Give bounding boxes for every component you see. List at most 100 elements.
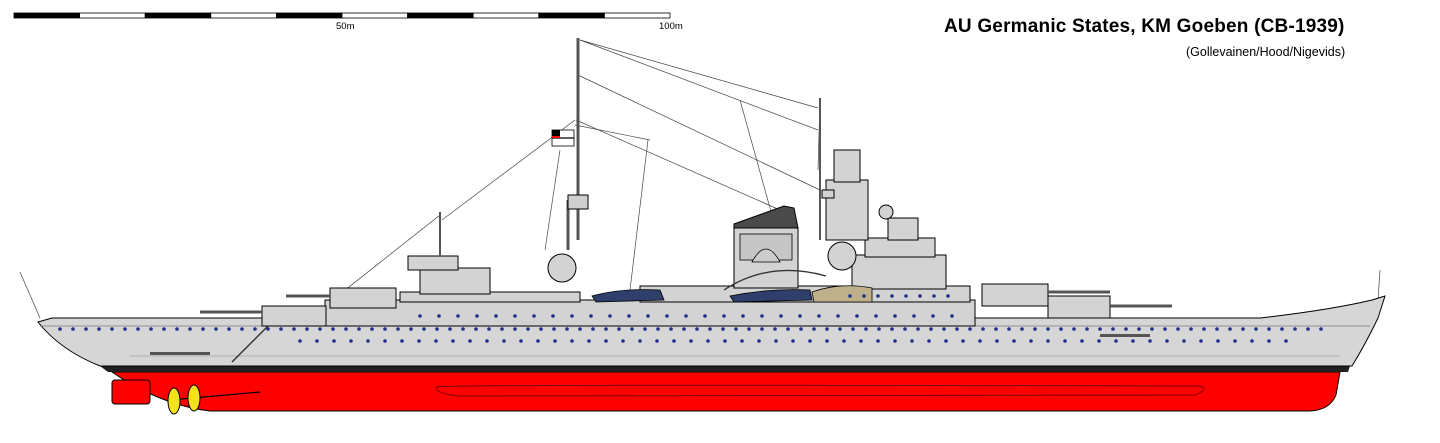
porthole — [981, 327, 985, 331]
porthole — [318, 327, 322, 331]
porthole — [1072, 327, 1076, 331]
porthole — [1293, 327, 1297, 331]
porthole — [1098, 327, 1102, 331]
porthole — [944, 339, 948, 343]
porthole — [1114, 339, 1118, 343]
porthole — [672, 339, 676, 343]
porthole — [565, 327, 569, 331]
porthole — [1306, 327, 1310, 331]
fire-control-directors — [547, 204, 894, 283]
porthole — [740, 339, 744, 343]
porthole — [1150, 327, 1154, 331]
porthole — [136, 327, 140, 331]
porthole — [760, 314, 764, 318]
porthole — [1165, 339, 1169, 343]
porthole — [1215, 327, 1219, 331]
porthole — [474, 327, 478, 331]
porthole — [927, 339, 931, 343]
porthole — [874, 314, 878, 318]
porthole — [1182, 339, 1186, 343]
porthole — [817, 314, 821, 318]
porthole — [825, 339, 829, 343]
porthole — [798, 314, 802, 318]
porthole — [842, 339, 846, 343]
ships-boats — [591, 269, 873, 303]
porthole — [669, 327, 673, 331]
porthole — [656, 327, 660, 331]
porthole — [451, 339, 455, 343]
porthole — [383, 339, 387, 343]
gun-barrels — [200, 290, 1172, 314]
porthole — [357, 327, 361, 331]
porthole — [621, 339, 625, 343]
porthole — [1131, 339, 1135, 343]
porthole — [519, 339, 523, 343]
porthole — [366, 339, 370, 343]
propeller-shaft — [169, 391, 261, 401]
rigging — [19, 39, 1381, 319]
porthole — [1228, 327, 1232, 331]
porthole — [1216, 339, 1220, 343]
porthole — [946, 294, 950, 298]
porthole — [305, 327, 309, 331]
porthole — [1124, 327, 1128, 331]
porthole — [513, 314, 517, 318]
porthole — [643, 327, 647, 331]
porthole — [279, 327, 283, 331]
porthole — [400, 339, 404, 343]
porthole — [162, 327, 166, 331]
porthole — [779, 314, 783, 318]
porthole — [553, 339, 557, 343]
scale-label-100m: 100m — [659, 21, 683, 32]
porthole — [266, 327, 270, 331]
porthole — [1046, 327, 1050, 331]
porthole — [1063, 339, 1067, 343]
naval-ensign-flag — [551, 129, 575, 147]
porthole — [292, 327, 296, 331]
rudder — [111, 379, 151, 405]
scale-segment — [472, 12, 540, 19]
porthole — [214, 327, 218, 331]
portholes — [58, 294, 1323, 343]
porthole — [331, 327, 335, 331]
porthole — [487, 327, 491, 331]
porthole — [617, 327, 621, 331]
porthole — [468, 339, 472, 343]
porthole — [1241, 327, 1245, 331]
boot-topping — [100, 366, 1350, 372]
porthole — [417, 339, 421, 343]
porthole — [383, 327, 387, 331]
porthole — [774, 339, 778, 343]
scale-segment — [210, 12, 277, 19]
porthole — [703, 314, 707, 318]
porthole — [370, 327, 374, 331]
porthole — [570, 314, 574, 318]
porthole — [918, 294, 922, 298]
porthole — [461, 327, 465, 331]
porthole — [502, 339, 506, 343]
porthole — [994, 327, 998, 331]
porthole — [955, 327, 959, 331]
porthole — [682, 327, 686, 331]
porthole — [838, 327, 842, 331]
porthole — [1097, 339, 1101, 343]
porthole — [123, 327, 127, 331]
porthole — [1202, 327, 1206, 331]
porthole — [695, 327, 699, 331]
porthole — [876, 339, 880, 343]
porthole — [848, 294, 852, 298]
porthole — [526, 327, 530, 331]
porthole — [799, 327, 803, 331]
porthole — [757, 339, 761, 343]
porthole — [409, 327, 413, 331]
porthole — [836, 314, 840, 318]
porthole — [315, 339, 319, 343]
porthole — [494, 314, 498, 318]
porthole — [396, 327, 400, 331]
porthole — [876, 294, 880, 298]
porthole — [1250, 339, 1254, 343]
porthole — [741, 314, 745, 318]
porthole — [1148, 339, 1152, 343]
porthole — [604, 339, 608, 343]
porthole — [862, 294, 866, 298]
